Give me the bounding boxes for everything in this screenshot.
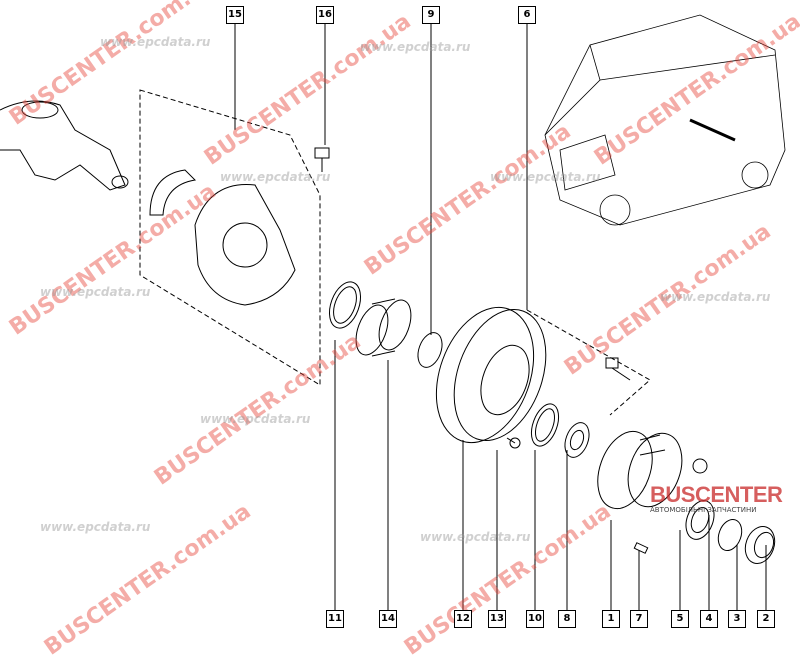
stud-7 xyxy=(633,542,649,554)
callout-2[interactable]: 2 xyxy=(757,610,775,628)
callout-7[interactable]: 7 xyxy=(630,610,648,628)
callout-5[interactable]: 5 xyxy=(671,610,689,628)
callout-9[interactable]: 9 xyxy=(422,6,440,24)
callout-14[interactable]: 14 xyxy=(379,610,397,628)
callout-6[interactable]: 6 xyxy=(518,6,536,24)
callout-10[interactable]: 10 xyxy=(526,610,544,628)
logo-subtitle: АВТОМОБІЛЬНІ ЗАПЧАСТИНИ xyxy=(650,506,757,514)
assembly-box-15 xyxy=(139,89,321,386)
dust-shield xyxy=(194,184,296,306)
ring-3 xyxy=(717,519,743,551)
bearing-5 xyxy=(685,500,715,540)
bolt-6 xyxy=(605,357,631,381)
callout-12[interactable]: 12 xyxy=(454,610,472,628)
bearing-8 xyxy=(564,422,590,458)
van-illustration xyxy=(544,14,786,226)
callout-15[interactable]: 15 xyxy=(226,6,244,24)
callout-1[interactable]: 1 xyxy=(602,610,620,628)
leader-lines xyxy=(234,24,767,610)
nut-hub xyxy=(692,458,708,474)
seal-11 xyxy=(328,281,362,329)
steering-knuckle xyxy=(0,100,129,191)
brake-disc-12 xyxy=(435,306,547,444)
buscenter-logo: BUSCENTER АВТОМОБІЛЬНІ ЗАПЧАСТИНИ xyxy=(650,482,783,514)
cap-2 xyxy=(744,526,776,564)
callout-11[interactable]: 11 xyxy=(326,610,344,628)
dashed-axis xyxy=(526,309,651,416)
callout-16[interactable]: 16 xyxy=(316,6,334,24)
logo-name: BUSCENTER xyxy=(650,482,783,507)
callout-4[interactable]: 4 xyxy=(700,610,718,628)
ring-9 xyxy=(417,332,443,368)
seal-10 xyxy=(530,403,560,447)
callout-8[interactable]: 8 xyxy=(558,610,576,628)
callout-3[interactable]: 3 xyxy=(728,610,746,628)
callout-13[interactable]: 13 xyxy=(488,610,506,628)
sleeve-14 xyxy=(355,298,412,357)
hub-1 xyxy=(597,430,683,510)
screw-13 xyxy=(506,437,521,449)
brake-shoe xyxy=(149,169,197,216)
bolt-16 xyxy=(314,147,330,172)
